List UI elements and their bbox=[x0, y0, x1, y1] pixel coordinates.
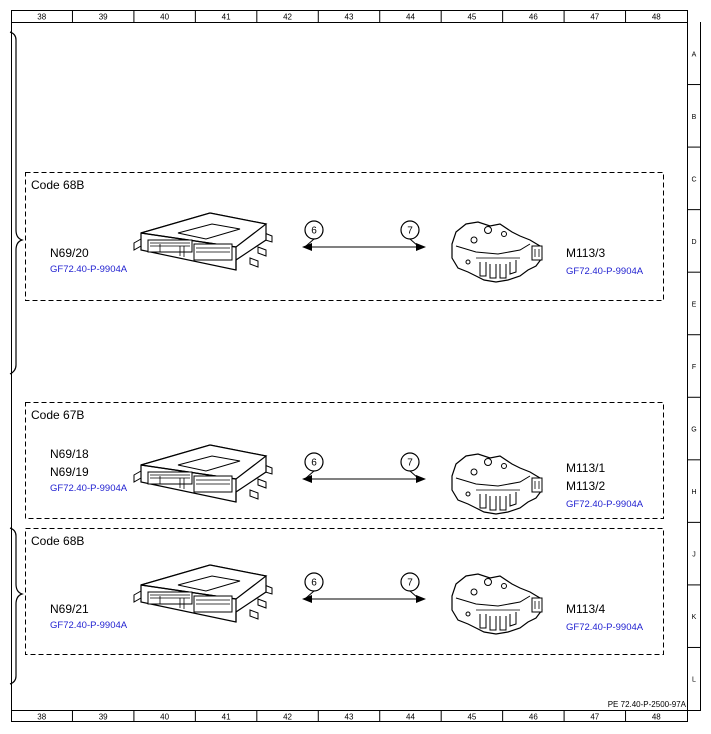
actuator-motor-drawing bbox=[451, 453, 543, 515]
group-brace-bottom bbox=[9, 527, 24, 685]
actuator-motor-drawing bbox=[451, 573, 543, 635]
connector-bubble-6-label: 6 bbox=[311, 458, 317, 469]
column-label-bottom-43: 43 bbox=[345, 713, 354, 722]
control-unit-reference-link[interactable]: GF72.40-P-9904A bbox=[50, 264, 128, 275]
column-label-bottom-39: 39 bbox=[99, 713, 108, 722]
column-label-44: 44 bbox=[406, 13, 415, 22]
control-unit-label: N69/19 bbox=[50, 465, 89, 479]
connector-bubble-6-label: 6 bbox=[311, 226, 317, 237]
connector-bubble-6 bbox=[304, 572, 324, 592]
connector-bubble-7-label: 7 bbox=[407, 226, 413, 237]
row-label-H: H bbox=[691, 489, 696, 496]
column-label-48: 48 bbox=[652, 13, 661, 22]
row-label-J: J bbox=[692, 552, 696, 559]
actuator-label: M113/4 bbox=[566, 602, 605, 616]
row-label-A: A bbox=[692, 51, 697, 58]
column-label-bottom-42: 42 bbox=[283, 713, 292, 722]
column-label-39: 39 bbox=[99, 13, 108, 22]
panel-border bbox=[25, 528, 664, 655]
actuator-reference-link[interactable]: GF72.40-P-9904A bbox=[566, 266, 644, 277]
control-unit-label: N69/18 bbox=[50, 447, 89, 461]
arrowhead-left bbox=[302, 475, 312, 483]
column-label-bottom-47: 47 bbox=[590, 713, 599, 722]
row-ruler-right: A B C D E F G H J K L bbox=[687, 51, 701, 684]
column-label-bottom-40: 40 bbox=[160, 713, 169, 722]
actuator-label: M113/2 bbox=[566, 479, 605, 493]
column-ruler-top: 38 39 40 41 42 43 44 45 46 47 48 bbox=[37, 10, 661, 22]
panel-code-label: Code 68B bbox=[31, 534, 84, 548]
arrowhead-left bbox=[302, 595, 312, 603]
row-label-G: G bbox=[691, 427, 696, 434]
row-label-E: E bbox=[692, 301, 697, 308]
column-label-bottom-44: 44 bbox=[406, 713, 415, 722]
control-unit-drawing bbox=[133, 564, 273, 623]
control-unit-reference-link[interactable]: GF72.40-P-9904A bbox=[50, 620, 128, 631]
actuator-motor-drawing bbox=[451, 221, 543, 283]
row-label-F: F bbox=[692, 364, 696, 371]
column-label-42: 42 bbox=[283, 13, 292, 22]
column-label-47: 47 bbox=[590, 13, 599, 22]
connector-bubble-6 bbox=[304, 452, 324, 472]
column-label-41: 41 bbox=[222, 13, 231, 22]
column-label-46: 46 bbox=[529, 13, 538, 22]
panel-border bbox=[25, 402, 664, 519]
column-label-43: 43 bbox=[345, 13, 354, 22]
row-label-B: B bbox=[692, 114, 697, 121]
control-unit-drawing bbox=[133, 444, 273, 503]
control-unit-label: N69/20 bbox=[50, 246, 89, 260]
panel-border bbox=[25, 172, 664, 301]
actuator-reference-link[interactable]: GF72.40-P-9904A bbox=[566, 499, 644, 510]
row-label-L: L bbox=[692, 677, 696, 684]
column-label-38: 38 bbox=[37, 13, 46, 22]
panel-code-label: Code 67B bbox=[31, 408, 84, 422]
column-label-bottom-41: 41 bbox=[222, 713, 231, 722]
actuator-label: M113/1 bbox=[566, 461, 605, 475]
column-label-45: 45 bbox=[467, 13, 476, 22]
column-ruler-bottom: 38 39 40 41 42 43 44 45 46 47 48 bbox=[37, 711, 661, 722]
arrowhead-left bbox=[302, 243, 312, 251]
actuator-label: M113/3 bbox=[566, 246, 605, 260]
column-label-bottom-48: 48 bbox=[652, 713, 661, 722]
connector-bubble-7 bbox=[400, 452, 420, 472]
control-unit-drawing bbox=[133, 212, 273, 271]
control-unit-reference-link[interactable]: GF72.40-P-9904A bbox=[50, 483, 128, 494]
row-label-C: C bbox=[691, 176, 696, 183]
column-label-40: 40 bbox=[160, 13, 169, 22]
column-label-bottom-45: 45 bbox=[467, 713, 476, 722]
arrowhead-right bbox=[416, 595, 426, 603]
column-label-bottom-38: 38 bbox=[37, 713, 46, 722]
document-id: PE 72.40-P-2500-97A bbox=[608, 700, 687, 709]
group-brace-top bbox=[9, 31, 24, 375]
arrowhead-right bbox=[416, 243, 426, 251]
connector-bubble-6-label: 6 bbox=[311, 578, 317, 589]
connector-bubble-7 bbox=[400, 572, 420, 592]
connector-bubble-7-label: 7 bbox=[407, 458, 413, 469]
connector-bubble-7 bbox=[400, 220, 420, 240]
row-label-D: D bbox=[691, 239, 696, 246]
control-unit-label: N69/21 bbox=[50, 602, 89, 616]
connector-bubble-7-label: 7 bbox=[407, 578, 413, 589]
panel-code-label: Code 68B bbox=[31, 178, 84, 192]
arrowhead-right bbox=[416, 475, 426, 483]
actuator-reference-link[interactable]: GF72.40-P-9904A bbox=[566, 622, 644, 633]
connector-bubble-6 bbox=[304, 220, 324, 240]
column-label-bottom-46: 46 bbox=[529, 713, 538, 722]
row-label-K: K bbox=[692, 614, 697, 621]
